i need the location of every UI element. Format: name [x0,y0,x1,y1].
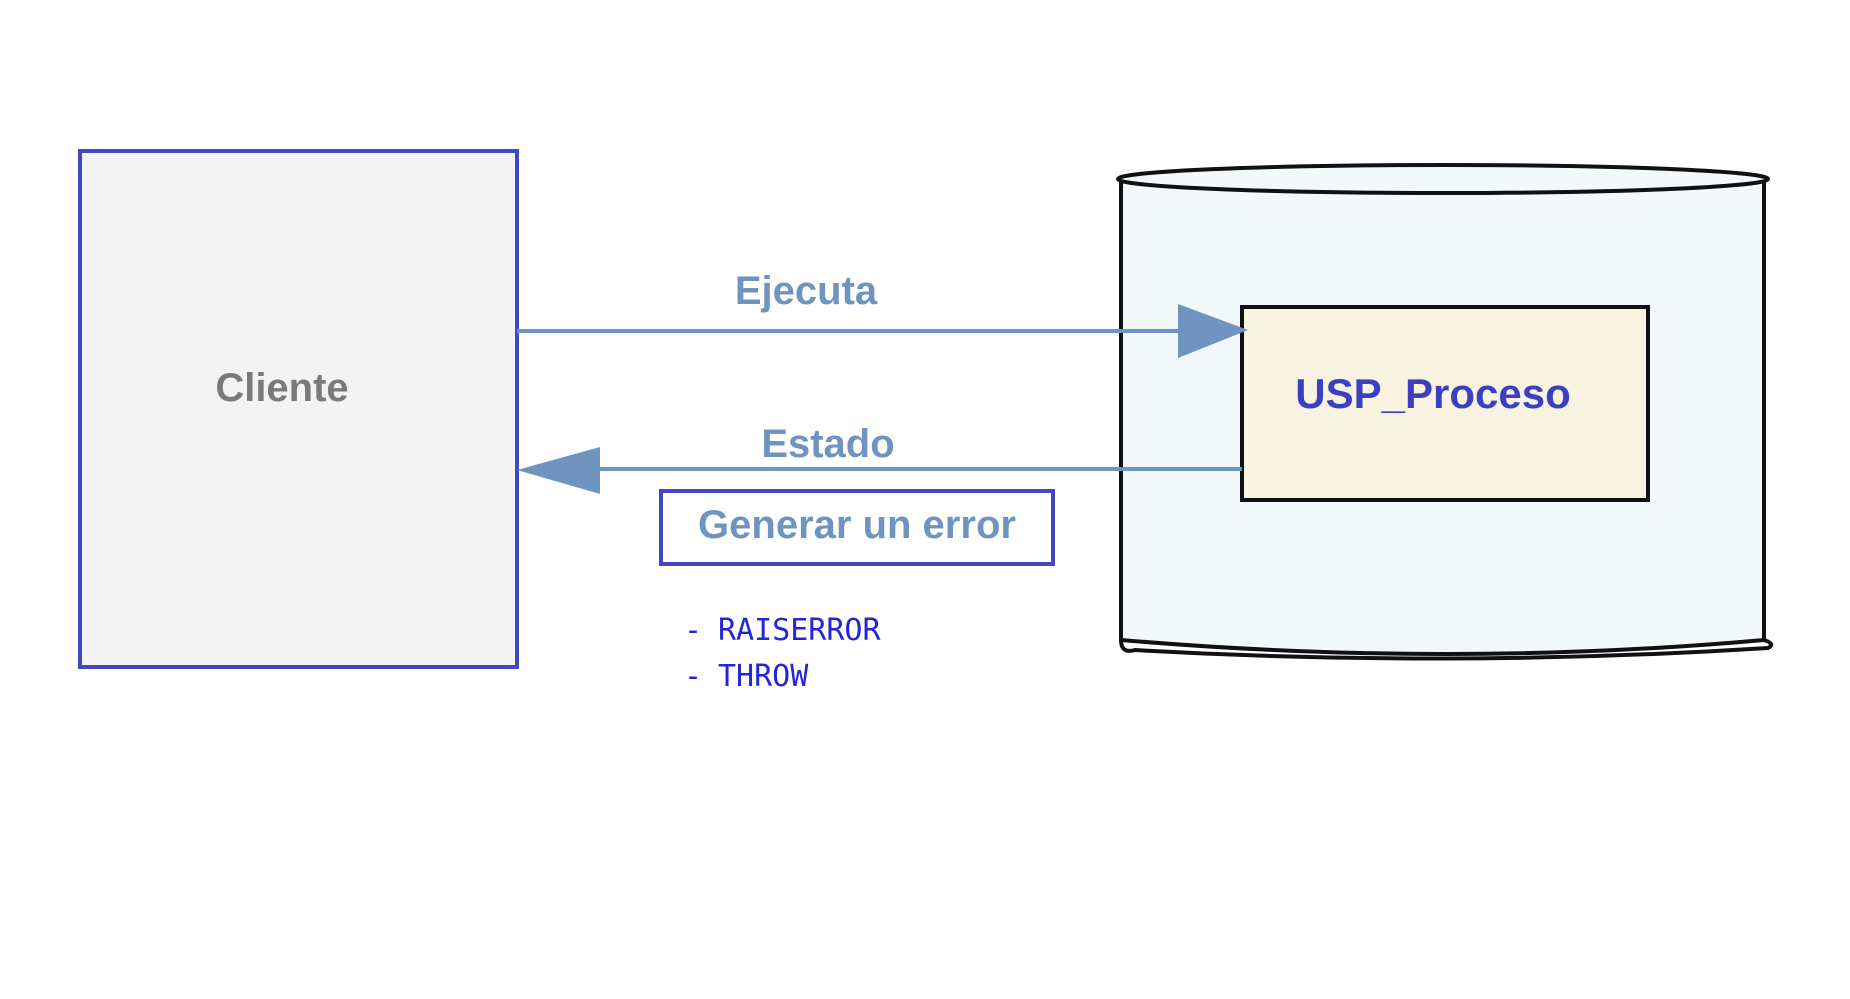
client-node[interactable]: Cliente [78,149,519,669]
client-label: Cliente [215,366,348,410]
status-arrowhead [517,447,600,494]
execute-arrow[interactable]: Ejecuta [517,269,1248,358]
execute-arrow-label: Ejecuta [735,269,878,313]
error-node[interactable]: Generar un error [659,489,1055,566]
cylinder-top [1116,163,1770,195]
procedure-node[interactable]: USP_Proceso [1240,305,1650,502]
list-item-bullet: - [684,659,702,694]
status-arrow[interactable]: Estado [517,422,1242,494]
status-arrow-label: Estado [761,422,894,466]
error-methods-list: - RAISERROR - THROW [684,613,881,694]
list-item-bullet: - [684,613,702,648]
error-box-label: Generar un error [698,503,1016,547]
procedure-label: USP_Proceso [1295,370,1570,417]
execute-arrowhead [1178,304,1248,358]
list-item-raiserror: RAISERROR [718,613,881,648]
client-box [78,149,519,669]
error-box [659,489,1055,566]
cylinder-bottom-edge [1119,638,1774,661]
list-item-throw: THROW [718,659,809,694]
procedure-box [1240,305,1650,502]
